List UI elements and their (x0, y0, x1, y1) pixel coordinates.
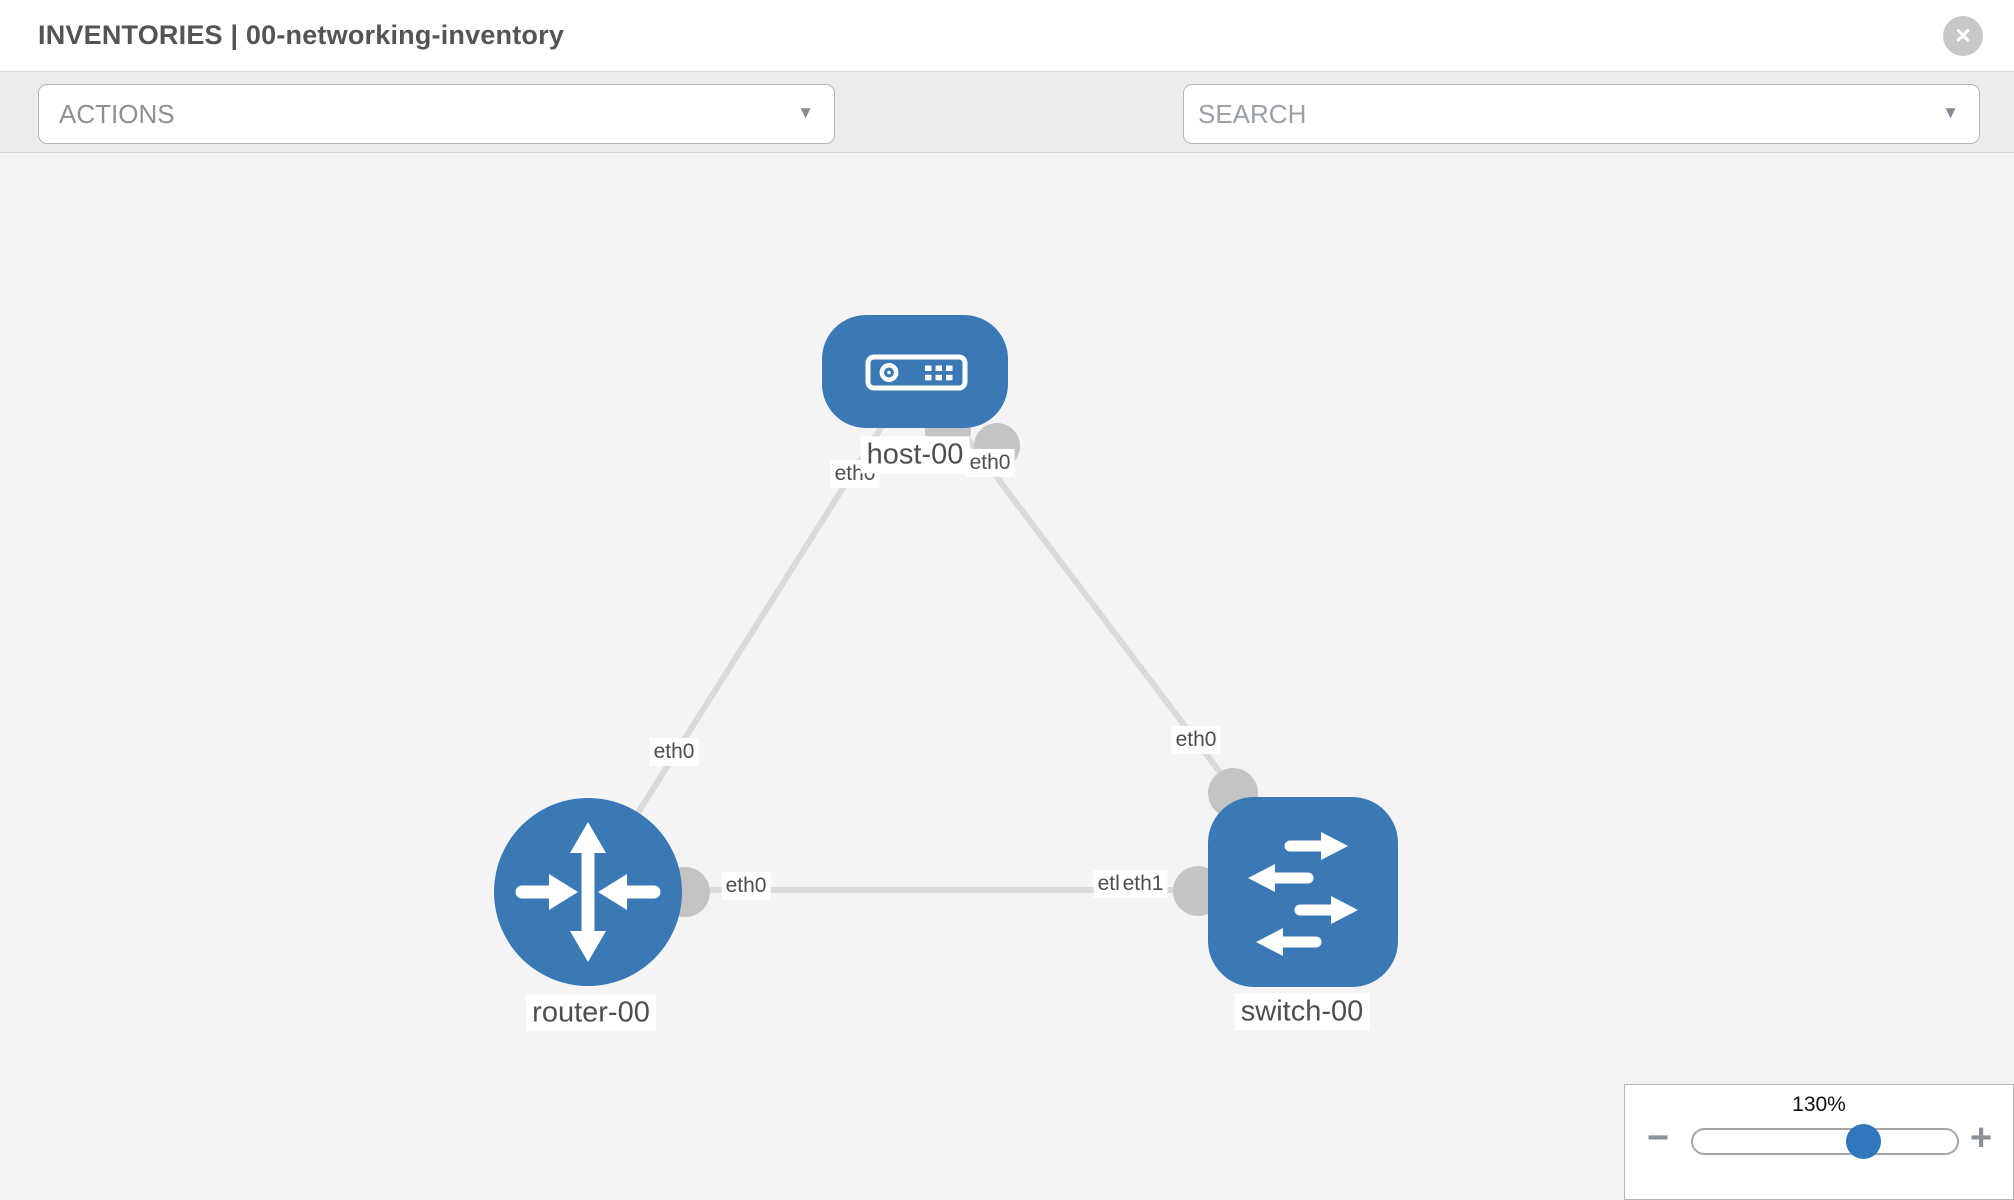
node-label-router: router-00 (526, 994, 656, 1032)
chevron-down-icon: ▼ (797, 103, 814, 123)
toolbar: ACTIONS ▼ ▼ (0, 72, 2014, 199)
node-host-00[interactable] (822, 315, 1008, 428)
zoom-slider-knob[interactable] (1846, 1124, 1881, 1159)
zoom-out-button[interactable]: − (1647, 1117, 1670, 1159)
zoom-in-button[interactable]: + (1970, 1117, 1993, 1159)
zoom-slider-track[interactable] (1691, 1128, 1959, 1155)
breadcrumb-header: INVENTORIES | 00-networking-inventory ✕ (0, 0, 2014, 72)
search-dropdown: ▼ (1183, 84, 1980, 144)
zoom-control-panel: 130% − + (1624, 1084, 2014, 1200)
topology-links (585, 408, 1300, 917)
chevron-down-icon: ▼ (1942, 103, 1959, 123)
interface-label: eth1 (1118, 869, 1168, 899)
interface-label: eth0 (649, 737, 699, 767)
close-icon[interactable]: ✕ (1943, 16, 1983, 56)
search-input[interactable] (1198, 98, 1898, 130)
node-switch-00[interactable] (1208, 797, 1398, 987)
interface-label: eth0 (1171, 725, 1221, 755)
zoom-level-value: 130% (1792, 1093, 1846, 1116)
router-icon (515, 822, 661, 962)
actions-dropdown[interactable]: ACTIONS ▼ (38, 84, 835, 144)
node-label-switch: switch-00 (1234, 993, 1370, 1031)
switch-icon (1248, 832, 1358, 956)
link-host-switch (949, 416, 1265, 830)
node-label-host: host-00 (860, 436, 970, 474)
topology-canvas[interactable]: eth0 eth0 eth0 eth0 eth0 eth0 eth1 host-… (0, 153, 2014, 1200)
page-title: INVENTORIES | 00-networking-inventory (38, 20, 565, 50)
actions-dropdown-label: ACTIONS (59, 98, 175, 129)
host-icon (865, 354, 968, 391)
interface-label: eth0 (965, 448, 1015, 478)
node-router-00[interactable] (494, 798, 682, 986)
interface-label: eth0 (721, 871, 771, 901)
